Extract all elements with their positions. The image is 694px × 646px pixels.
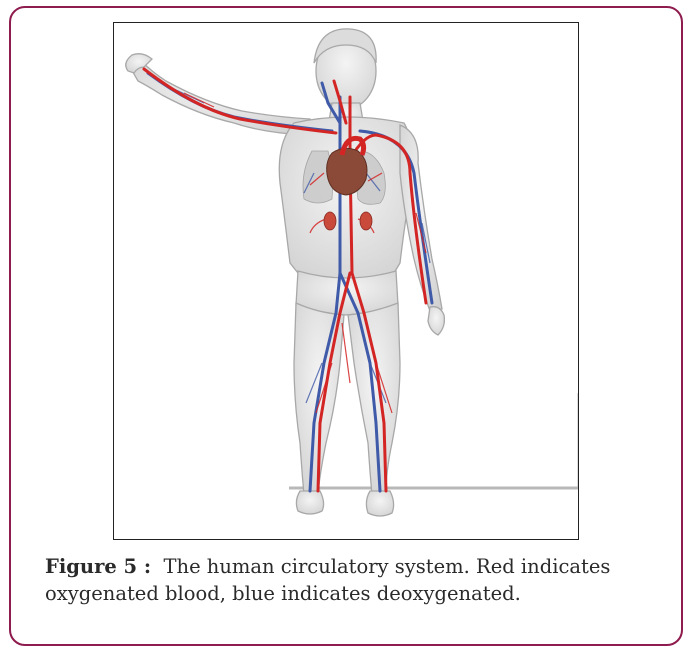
figure-label: Figure 5 :: [45, 555, 151, 578]
body-silhouette: [126, 29, 445, 516]
figure-caption: Figure 5 : The human circulatory system.…: [45, 553, 665, 607]
figure-image-frame: [113, 22, 579, 540]
circulatory-system-illustration: [114, 23, 579, 540]
